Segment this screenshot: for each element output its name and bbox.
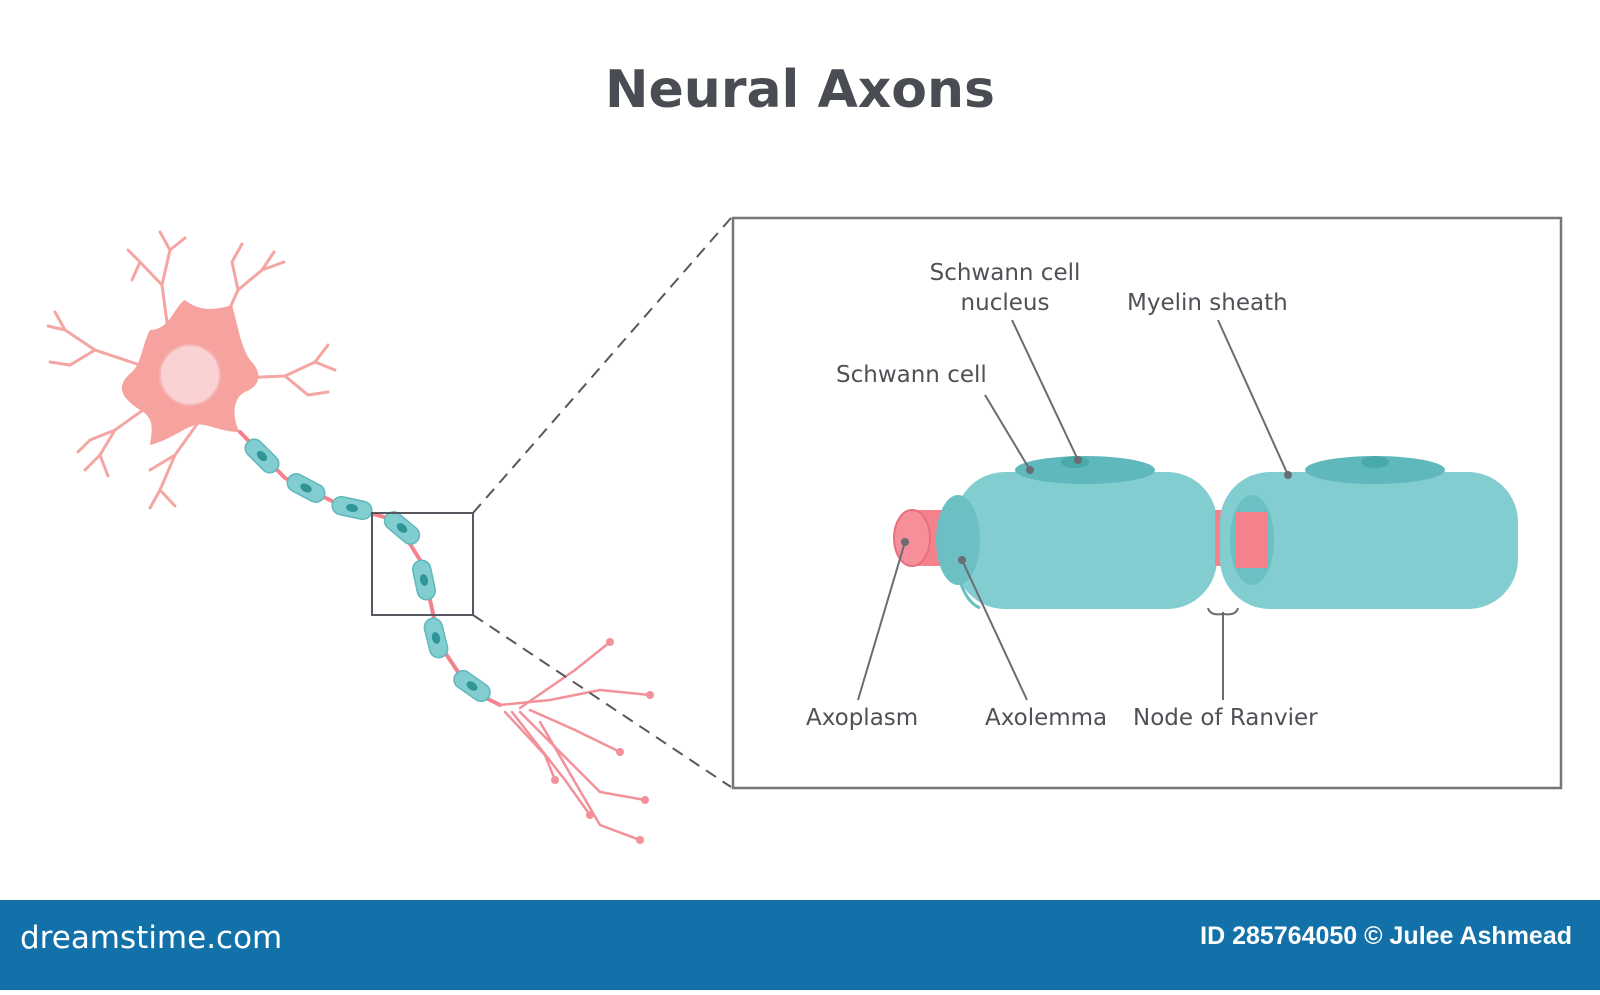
terminal-bulbs — [551, 638, 654, 844]
myelin-segments — [244, 438, 491, 703]
label-schwann-cell: Schwann cell — [836, 362, 987, 388]
leader-axoplasm — [857, 541, 906, 701]
axon — [238, 430, 502, 707]
footer-bar: dreamstime.com ID 285764050 © Julee Ashm… — [0, 900, 1600, 990]
label-myelin-sheath: Myelin sheath — [1127, 290, 1288, 316]
neuron — [46, 230, 654, 844]
leader-schwann-cell — [984, 394, 1031, 471]
zoom-region-box — [371, 512, 474, 616]
label-axolemma: Axolemma — [985, 705, 1108, 731]
nucleus — [159, 344, 221, 406]
leader-axolemma — [961, 559, 1028, 701]
zoom-line-bottom — [472, 614, 732, 788]
label-schwann-nucleus-line2: nucleus — [960, 290, 1050, 316]
footer-brand[interactable]: dreamstime.com — [20, 920, 283, 956]
axon-terminals — [498, 640, 652, 842]
zoom-line-top — [472, 217, 732, 514]
label-schwann-nucleus-line1: Schwann cell — [929, 260, 1081, 286]
label-node-of-ranvier: Node of Ranvier — [1133, 705, 1318, 731]
leader-dots — [901, 456, 1292, 564]
leader-schwann-nucleus — [1011, 319, 1079, 461]
label-schwann-nucleus: Schwann cell nucleus — [925, 258, 1085, 318]
leader-myelin-sheath — [1217, 319, 1289, 476]
label-axoplasm: Axoplasm — [806, 705, 919, 731]
myelin-cylinder-1 — [936, 456, 1217, 610]
footer-credit: ID 285764050 © Julee Ashmead — [1200, 922, 1572, 950]
myelin-cylinder-2 — [1220, 456, 1518, 609]
node-bracket — [1207, 607, 1239, 616]
leader-lines — [857, 319, 1289, 701]
page-title: Neural Axons — [605, 60, 995, 120]
